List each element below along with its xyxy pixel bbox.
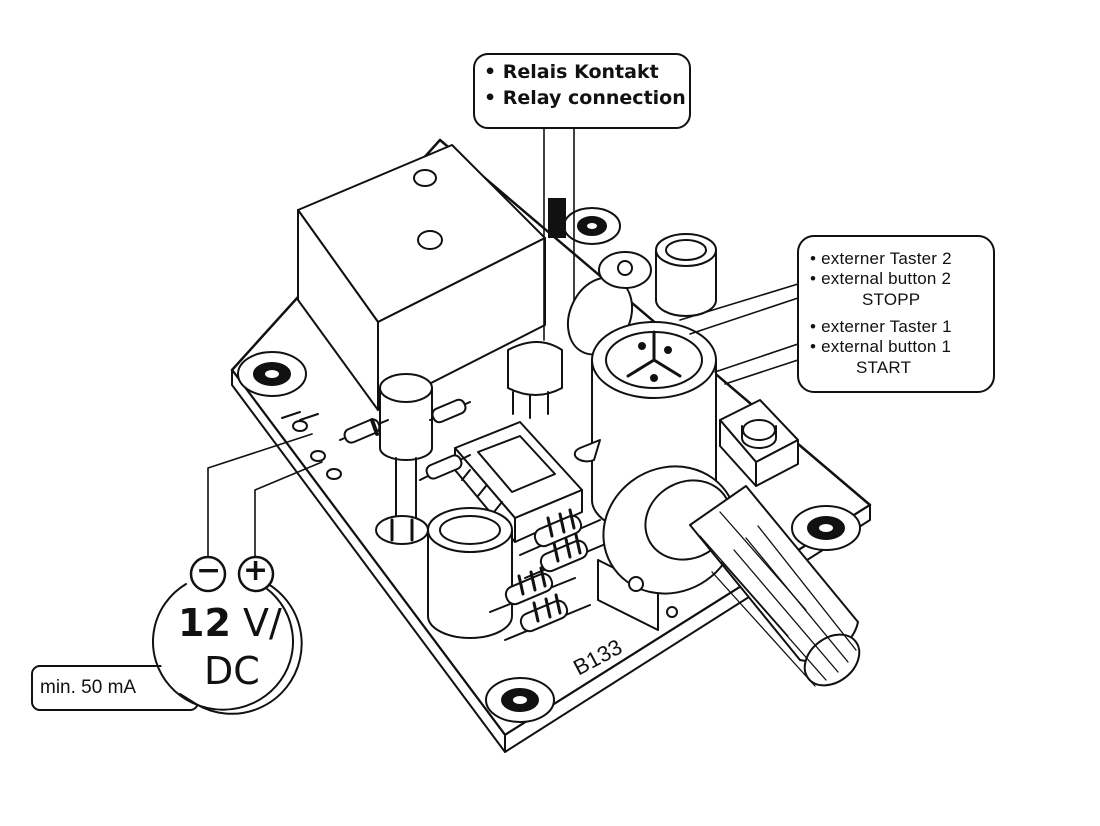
mounting-hole-bottom <box>485 677 555 723</box>
minus-terminal-symbol <box>189 555 227 593</box>
minus-symbol: − <box>196 553 222 588</box>
pushbutton-s1 <box>719 399 799 487</box>
voltage-unit: V/ <box>242 601 282 645</box>
relay-callout-box <box>473 53 691 129</box>
plus-terminal-symbol <box>237 555 275 593</box>
relay-callout-text-2: • Relay connection <box>484 89 686 108</box>
small-electrolytic-capacitor <box>655 233 717 317</box>
button2-label-german: externer Taster 2 <box>821 249 952 268</box>
bottom-electrolytic-capacitor <box>427 507 513 639</box>
voltage-rating: 12 V/ <box>178 604 282 642</box>
mounting-hole-right <box>791 505 861 551</box>
relay-label-english: Relay connection <box>502 87 686 109</box>
button1-label-english: external button 1 <box>821 337 952 356</box>
button2-label-german-row: • externer Taster 2 <box>810 250 952 267</box>
buttons-callout-box <box>797 235 995 393</box>
relay-component <box>297 144 566 411</box>
min-current-label: min. 50 mA <box>40 677 137 698</box>
button1-function-start: START <box>856 358 912 377</box>
button2-label-english-row: • external button 2 <box>810 270 951 287</box>
potentiometer-shaft <box>689 485 861 687</box>
plus-symbol: + <box>243 553 269 588</box>
bullet-icon: • <box>810 269 817 288</box>
bullet-icon: • <box>810 317 817 336</box>
button1-label-german: externer Taster 1 <box>821 317 952 336</box>
power-callout-leaders <box>207 433 323 557</box>
mounting-hole-left <box>237 351 307 397</box>
potentiometer <box>597 465 738 631</box>
button2-label-english: external button 2 <box>821 269 952 288</box>
bullet-icon: • <box>810 249 817 268</box>
mounting-hole-top <box>563 207 621 245</box>
relay-label-german: Relais Kontakt <box>502 61 659 83</box>
button1-label-german-row: • externer Taster 1 <box>810 318 952 335</box>
terminal-pads <box>281 411 601 480</box>
bullet-icon: • <box>810 337 817 356</box>
button2-function-stop: STOPP <box>862 290 921 309</box>
voltage-value: 12 <box>178 601 231 645</box>
transistor-component <box>507 341 563 419</box>
relay-callout-text: • Relais Kontakt <box>484 63 659 82</box>
bullet-icon: • <box>484 87 497 109</box>
bullet-icon: • <box>484 61 497 83</box>
led-component <box>375 373 433 545</box>
resistor-group <box>419 398 604 641</box>
button1-label-english-row: • external button 1 <box>810 338 951 355</box>
trimmer-component <box>598 251 652 289</box>
relay-callout-leaders <box>543 127 575 341</box>
button-callout-leaders <box>679 283 799 385</box>
diode-component <box>339 418 389 444</box>
current-type: DC <box>204 649 260 693</box>
